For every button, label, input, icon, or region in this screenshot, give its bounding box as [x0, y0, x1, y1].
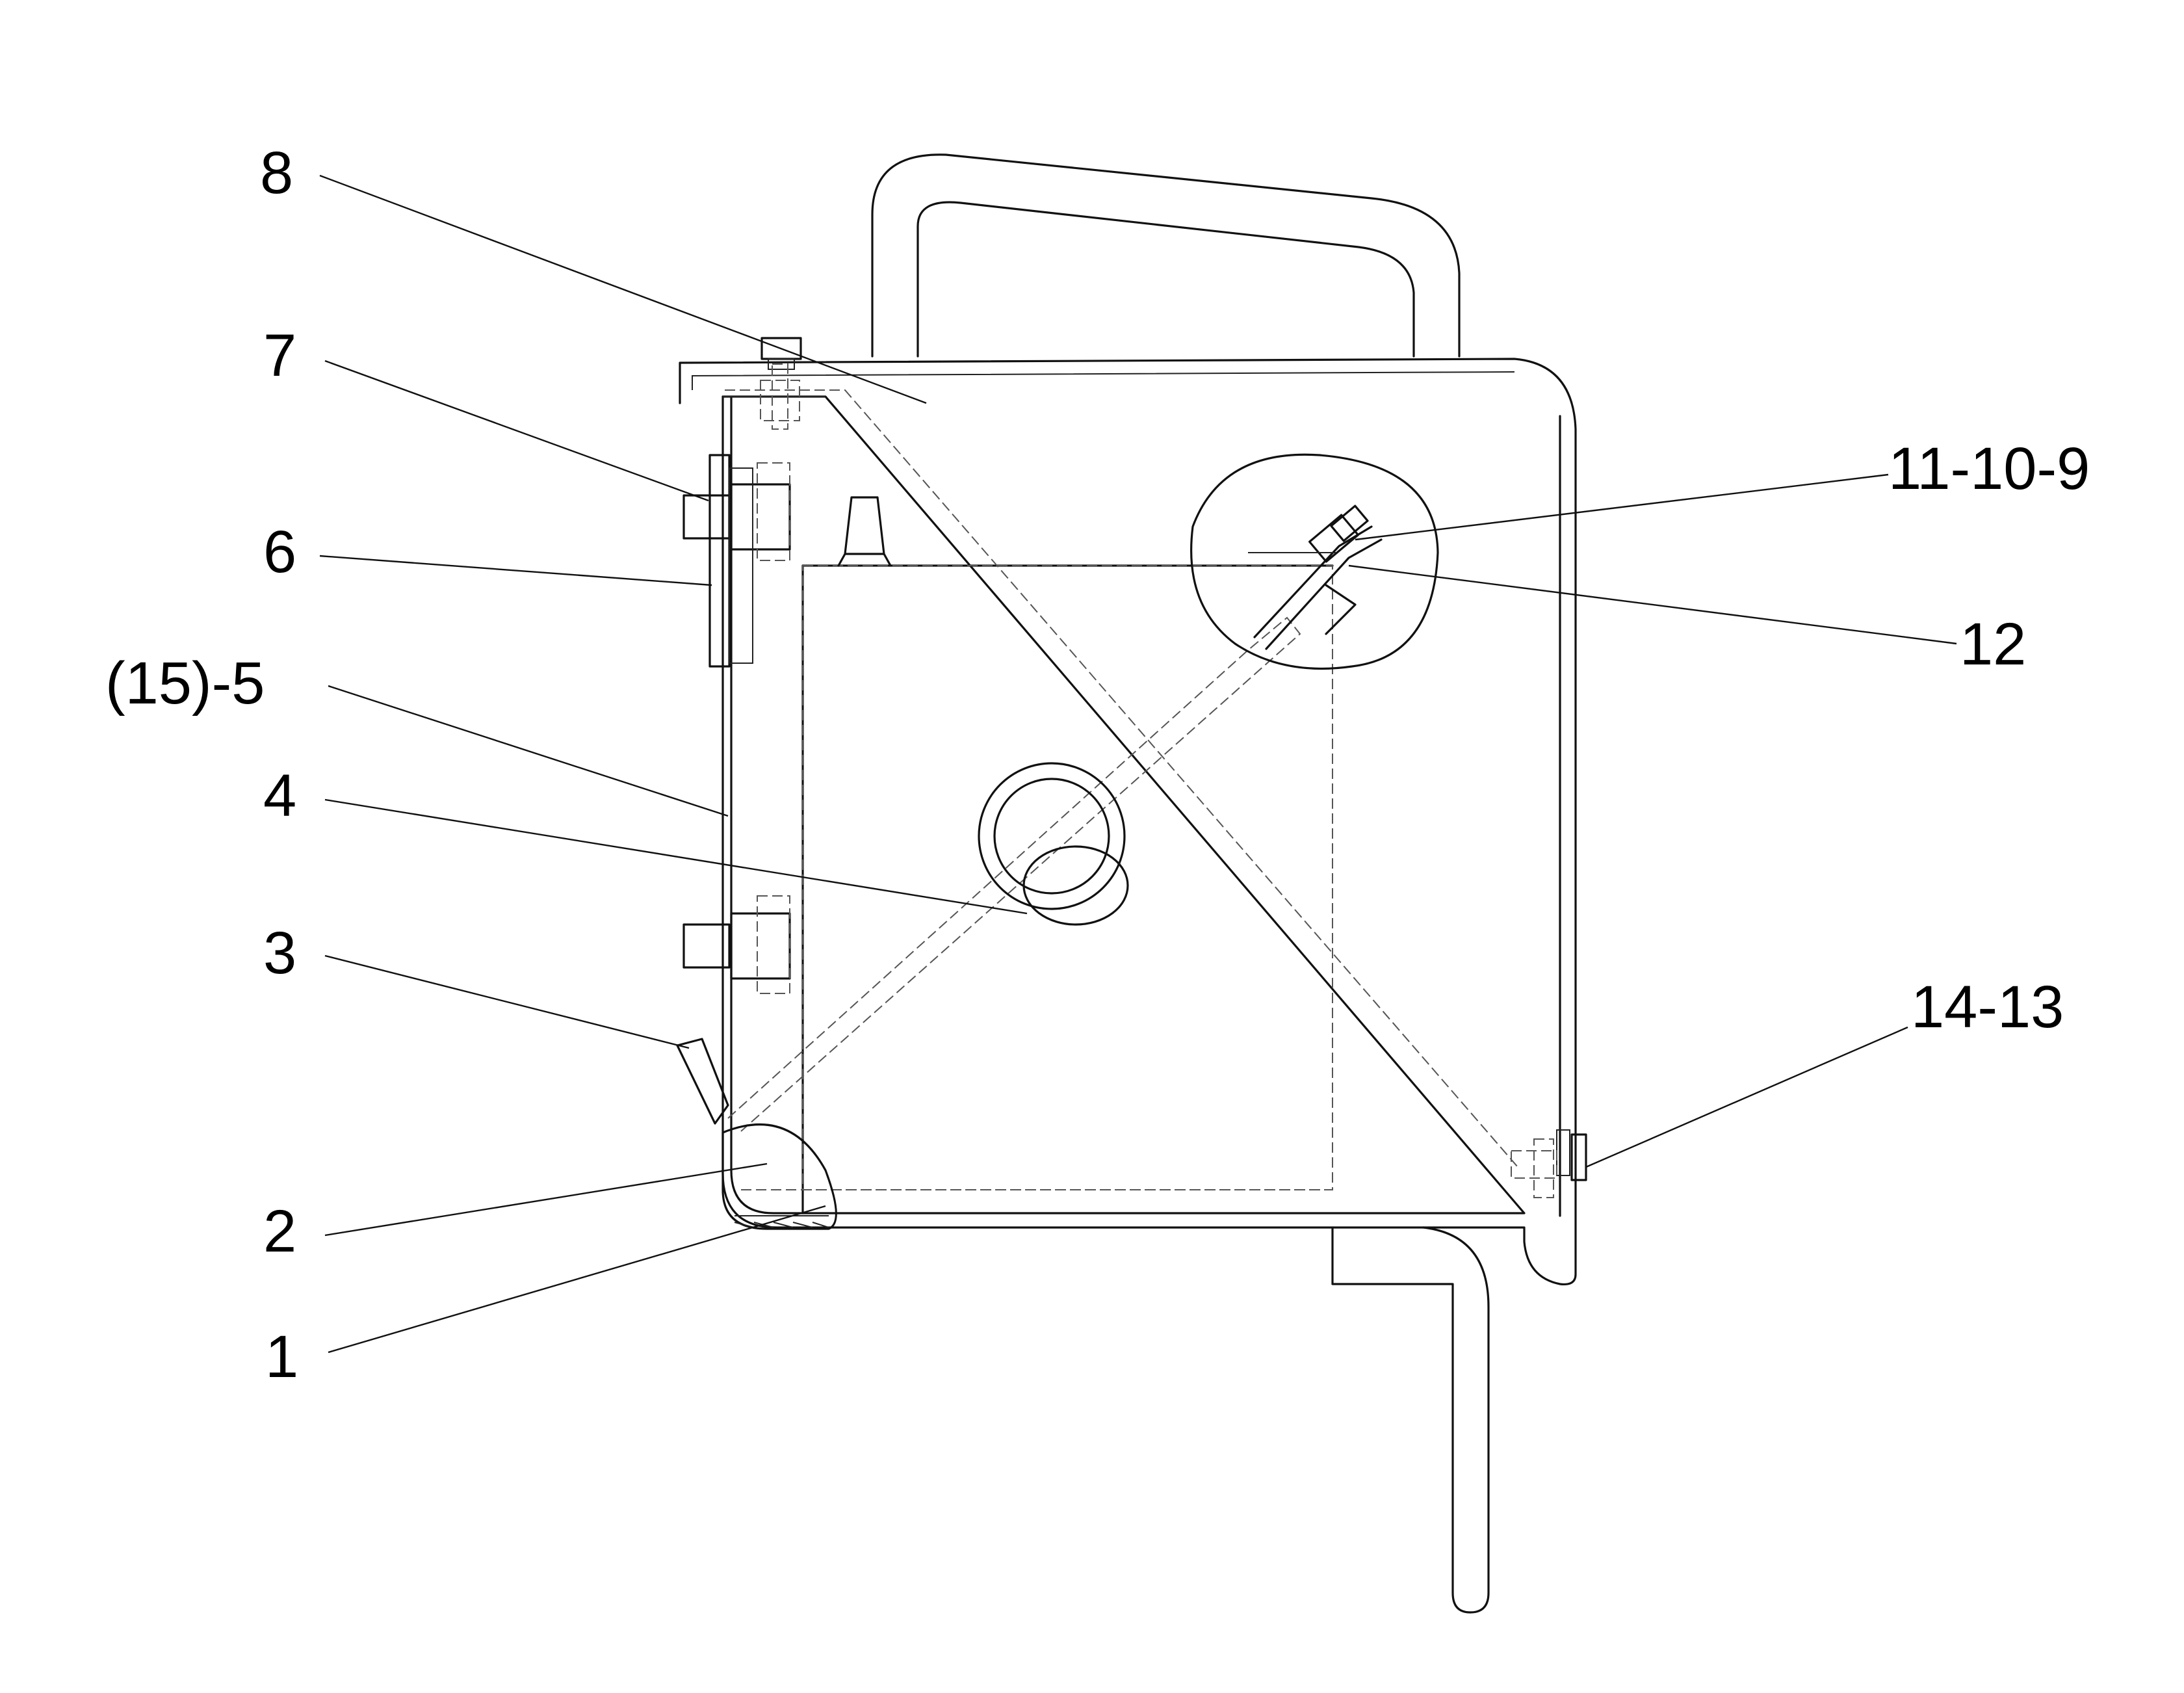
- label-2: 2: [263, 1198, 296, 1265]
- leader-1: [328, 1205, 826, 1354]
- leader-3: [324, 954, 690, 1049]
- bottom-foot-bracket: [1331, 1226, 1490, 1614]
- label-4: 4: [263, 763, 296, 829]
- hinge-bolt-upper: [682, 462, 791, 561]
- label-15-5: (15)-5: [105, 650, 265, 716]
- lid-inner-edge: [692, 371, 1515, 390]
- top-handle-inner: [916, 201, 1415, 358]
- label-12: 12: [1960, 611, 2026, 677]
- label-7: 7: [263, 322, 296, 389]
- top-handle: [871, 153, 1461, 358]
- label-6: 6: [263, 519, 296, 585]
- leader-14-13: [1585, 1026, 1908, 1168]
- leader-11-10-9: [1355, 473, 1889, 541]
- leader-7: [324, 360, 709, 502]
- leader-6: [319, 555, 712, 586]
- right-bolt-14-13: [1511, 1129, 1587, 1198]
- label-1: 1: [265, 1324, 298, 1390]
- detail-bubble-9-12: [1190, 453, 1439, 670]
- label-14-13: 14-13: [1911, 974, 2064, 1040]
- leader-15-5: [328, 685, 729, 817]
- hidden-diagonal-strap: [725, 389, 1518, 1168]
- leader-2: [324, 1162, 768, 1237]
- hinge-plate-6-inner: [729, 467, 753, 664]
- hinge-bolt-lower: [682, 895, 791, 994]
- label-3: 3: [263, 920, 296, 986]
- hinge-plate-6: [708, 454, 731, 668]
- leader-4: [324, 798, 1028, 915]
- hidden-inner-frame: [802, 565, 1333, 1190]
- label-8: 8: [260, 140, 293, 206]
- hidden-diagonal-brace: [727, 616, 1301, 1132]
- inner-box-5: [722, 395, 1526, 1214]
- detail-bottom-left: [722, 1123, 837, 1230]
- housing-outer: [679, 358, 1577, 1286]
- leader-12: [1348, 564, 1957, 645]
- label-11-10-9: 11-10-9: [1888, 436, 2090, 502]
- vent-cap: [837, 496, 892, 567]
- ring-port-4: [978, 762, 1129, 926]
- leader-8: [319, 174, 927, 404]
- clip-3: [676, 1038, 729, 1125]
- top-bolt: [760, 337, 802, 430]
